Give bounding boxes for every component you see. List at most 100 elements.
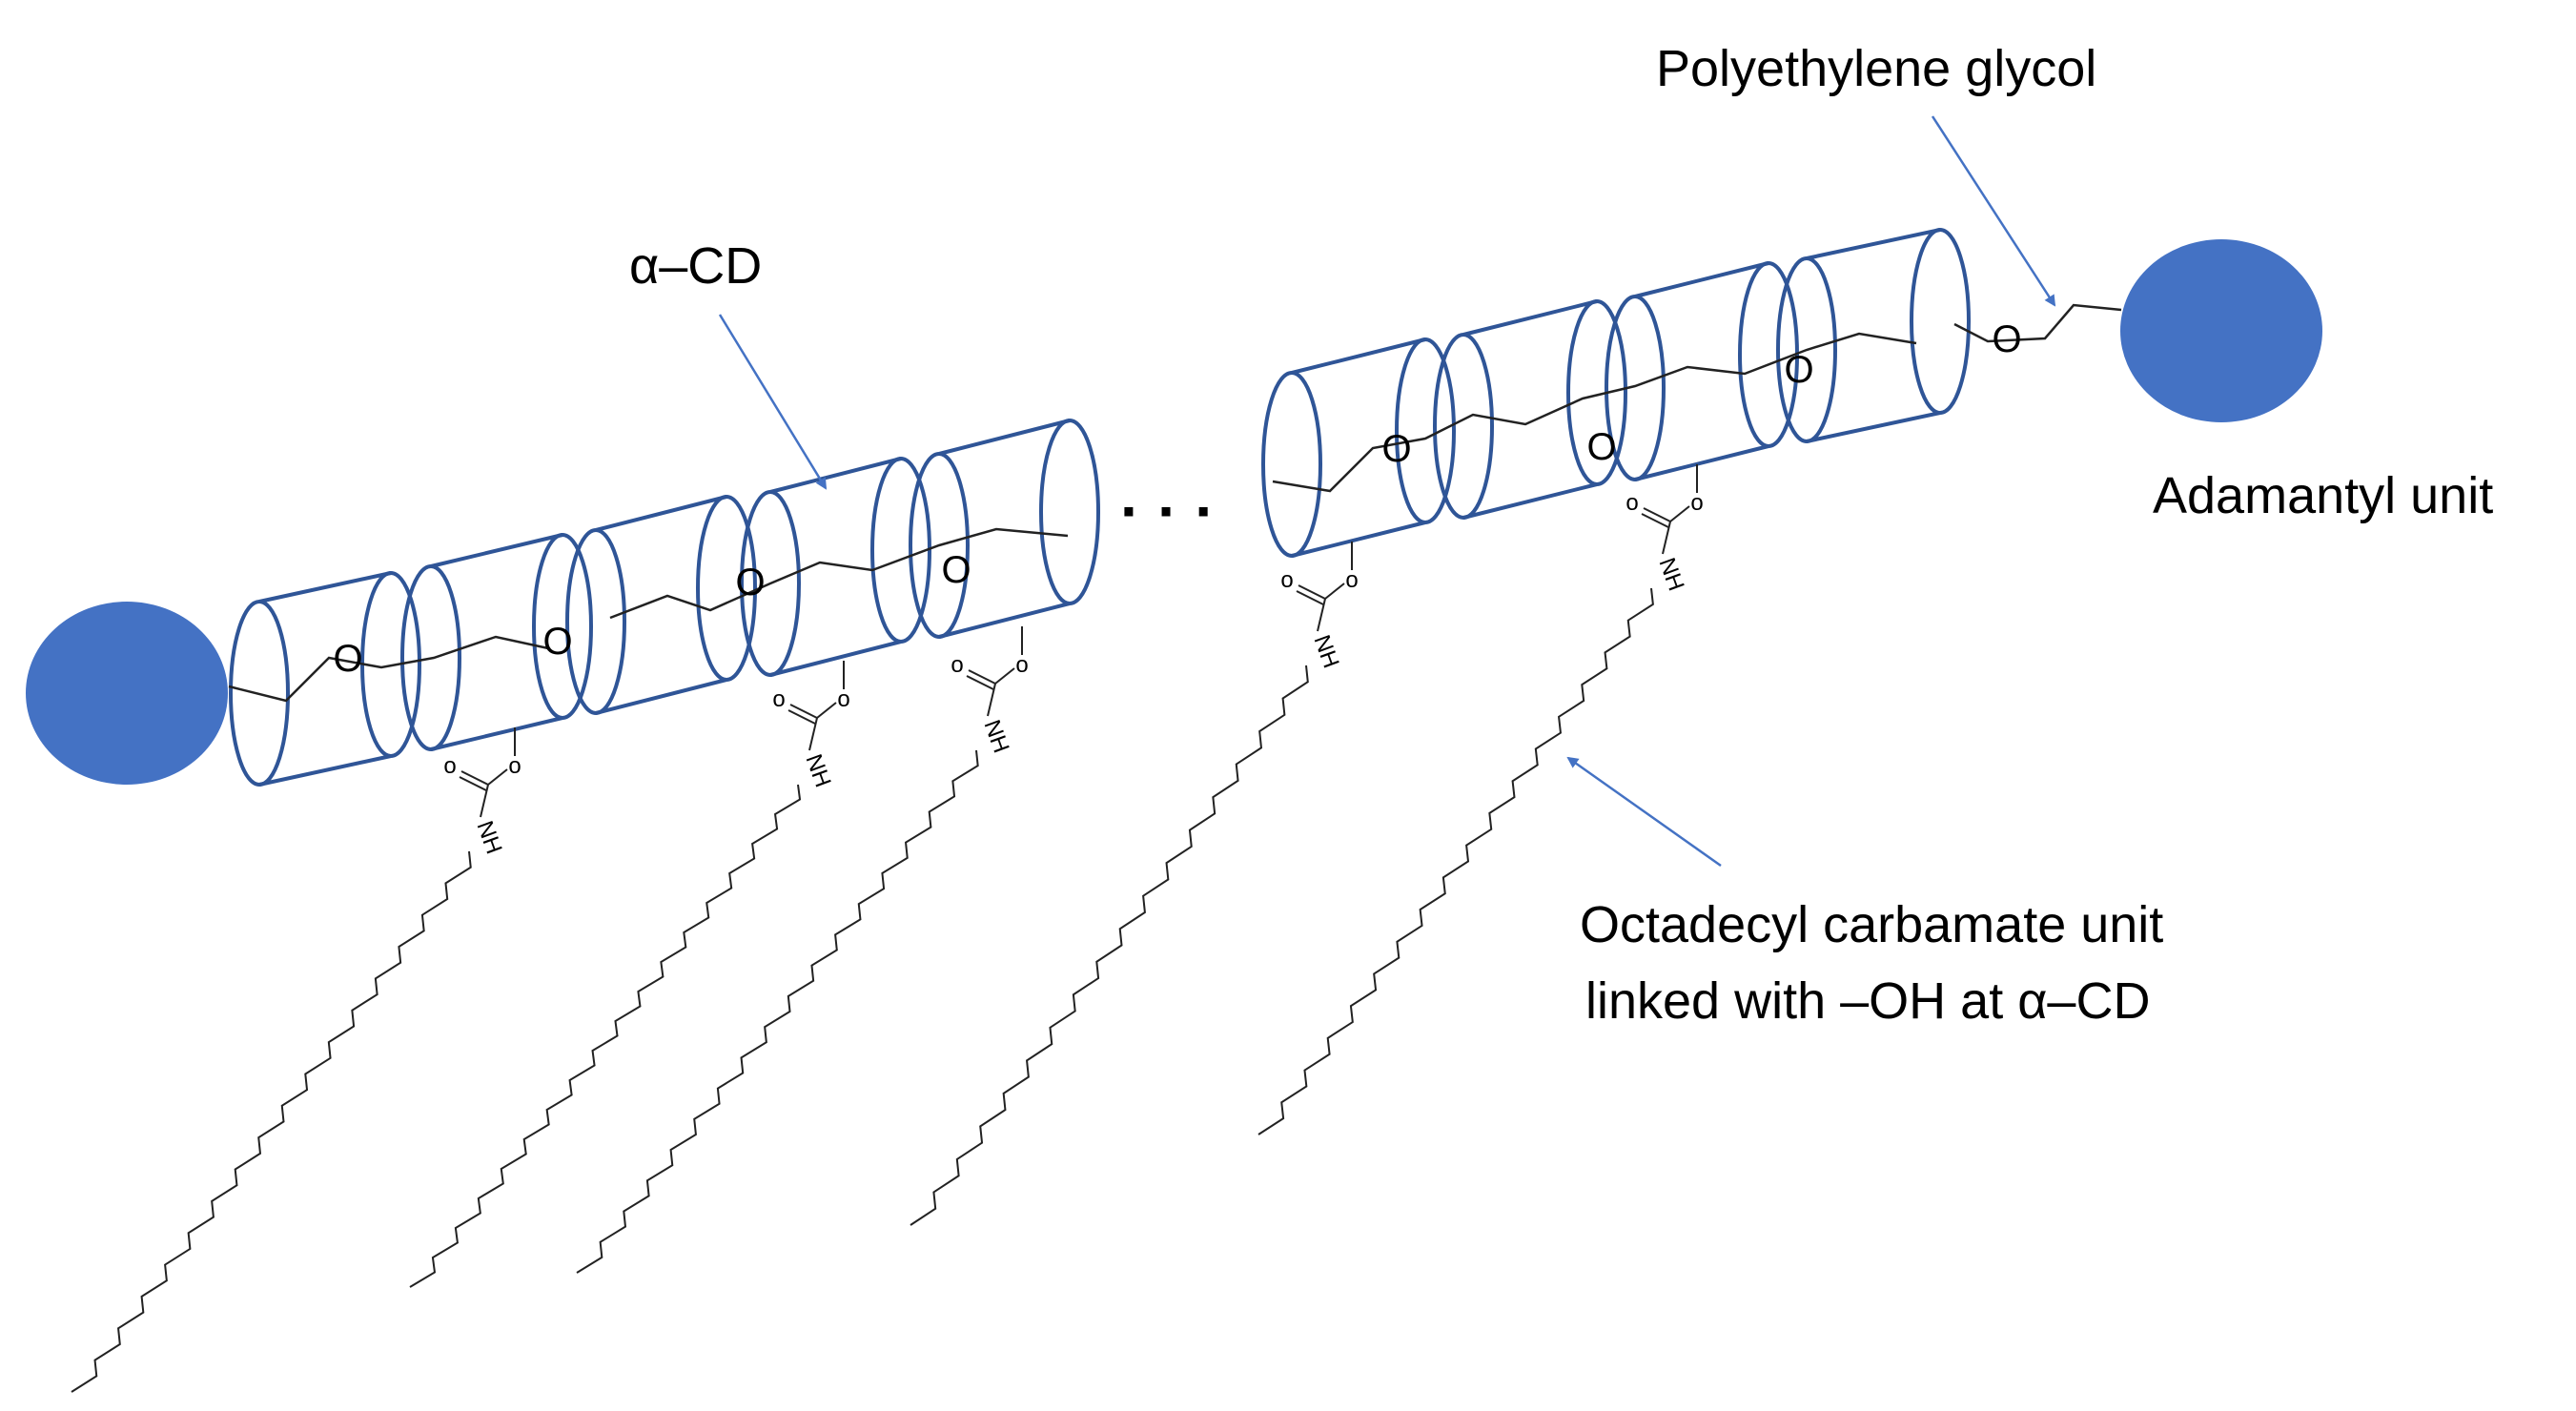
carbonyl-bond xyxy=(460,770,489,786)
ester-oxygen: o xyxy=(508,753,521,779)
ring-top-edge xyxy=(595,495,727,532)
ester-bond xyxy=(994,667,1015,685)
ring-top-edge xyxy=(769,457,902,494)
adamantyl-label: Adamantyl unit xyxy=(2153,467,2493,524)
ring-bottom-edge xyxy=(1806,411,1941,443)
peg-oxygen-atom: O xyxy=(941,549,971,591)
ring-top-edge xyxy=(1291,337,1426,375)
ellipsis-dots: · · · xyxy=(1120,477,1216,545)
carbonyl-double-bond xyxy=(787,709,816,725)
ring-top-edge xyxy=(1806,228,1941,260)
peg-oxygen-atom: O xyxy=(333,638,362,680)
peg-oxygen-atom: O xyxy=(1992,318,2021,360)
ring-bottom-edge xyxy=(769,640,902,677)
carbonyl-oxygen: o xyxy=(951,652,963,678)
peg-oxygen-atom: O xyxy=(1784,349,1813,391)
ring-bottom-edge xyxy=(938,602,1071,639)
carbonyl-double-bond xyxy=(459,776,487,791)
amide-nh: NH xyxy=(1653,555,1688,595)
ester-bond xyxy=(1324,583,1345,600)
octadecyl-label-line1: Octadecyl carbamate unit xyxy=(1580,896,2163,953)
ring-front-face xyxy=(1910,228,1971,415)
ring-front-face xyxy=(1395,337,1456,524)
peg-chain-segment xyxy=(1272,332,1917,493)
ring-front-face xyxy=(696,495,757,682)
peg-oxygen-atom: O xyxy=(542,621,572,663)
amide-bond xyxy=(808,717,818,751)
carbamate-tail: o oNH xyxy=(71,727,521,1393)
carbamate-tail: o oNH xyxy=(576,626,1029,1274)
amide-bond xyxy=(987,683,996,717)
ester-bond xyxy=(487,768,508,786)
octadecyl-label-line2: linked with –OH at α–CD xyxy=(1585,972,2150,1030)
ring-top-edge xyxy=(1462,299,1598,337)
ring-top-edge xyxy=(430,533,563,568)
peg-chain: O O O O O O O O xyxy=(228,303,2122,703)
octadecyl-chain xyxy=(910,665,1309,1226)
peg-chain-segment xyxy=(1953,303,2122,343)
ring-bottom-edge xyxy=(430,716,563,751)
ester-oxygen: o xyxy=(1690,490,1703,516)
carbonyl-oxygen: o xyxy=(1625,490,1638,516)
alpha-cd-label: α–CD xyxy=(629,237,762,295)
peg-arrow xyxy=(1931,115,2056,307)
ring-bottom-edge xyxy=(258,754,392,787)
ring-front-face xyxy=(1039,419,1100,605)
amide-nh: NH xyxy=(471,818,506,858)
alpha-cd-rings xyxy=(229,228,1971,787)
carbonyl-oxygen: o xyxy=(772,686,785,712)
carbonyl-bond xyxy=(1298,584,1326,600)
carbonyl-double-bond xyxy=(1296,590,1324,605)
ring-back-face xyxy=(565,528,626,715)
octadecyl-chain xyxy=(1257,587,1654,1135)
peg-oxygen-atom: O xyxy=(735,562,765,603)
amide-nh: NH xyxy=(978,717,1013,757)
ring-top-edge xyxy=(938,419,1071,456)
ester-oxygen: o xyxy=(837,686,849,712)
carbonyl-oxygen: o xyxy=(443,753,456,779)
amide-nh: NH xyxy=(1308,632,1343,672)
amide-bond xyxy=(1662,521,1671,555)
left-adamantyl-stopper xyxy=(26,602,228,785)
ester-bond xyxy=(816,702,837,719)
peg-chain-segment xyxy=(609,527,1069,620)
carbonyl-double-bond xyxy=(966,675,994,690)
ring-bottom-edge xyxy=(1462,482,1598,520)
alpha-cd-ring xyxy=(909,419,1071,639)
alpha-cd-ring xyxy=(565,495,727,715)
ring-bottom-edge xyxy=(1291,521,1426,558)
alpha-cd-arrow xyxy=(718,314,828,490)
alpha-cd-ring xyxy=(1433,299,1598,520)
alpha-cd-ring xyxy=(229,571,392,787)
ring-top-edge xyxy=(1634,261,1769,298)
ester-oxygen: o xyxy=(1015,652,1028,678)
peg-chain-segment xyxy=(228,635,549,703)
octadecyl-chain xyxy=(409,784,802,1288)
octadecyl-arrow xyxy=(1566,756,1722,868)
carbonyl-bond xyxy=(968,669,996,685)
peg-oxygen-atom: O xyxy=(1381,428,1411,470)
ring-front-face xyxy=(1566,299,1627,486)
ring-bottom-edge xyxy=(595,678,727,715)
ring-back-face xyxy=(1261,371,1322,558)
ring-top-edge xyxy=(258,571,392,603)
ring-bottom-edge xyxy=(1634,444,1769,481)
amide-bond xyxy=(1317,598,1326,632)
amide-bond xyxy=(480,784,489,818)
peg-oxygen-atom: O xyxy=(1586,426,1616,468)
carbonyl-bond xyxy=(789,704,818,719)
ring-front-face xyxy=(532,533,593,720)
amide-nh: NH xyxy=(800,751,835,791)
ester-oxygen: o xyxy=(1345,567,1358,593)
alpha-cd-ring xyxy=(1261,337,1426,558)
carbonyl-oxygen: o xyxy=(1280,567,1293,593)
octadecyl-chain xyxy=(576,749,979,1274)
alpha-cd-ring xyxy=(1605,261,1769,481)
alpha-cd-ring xyxy=(1776,228,1941,443)
carbonyl-double-bond xyxy=(1641,513,1669,528)
alpha-cd-ring xyxy=(740,457,902,677)
